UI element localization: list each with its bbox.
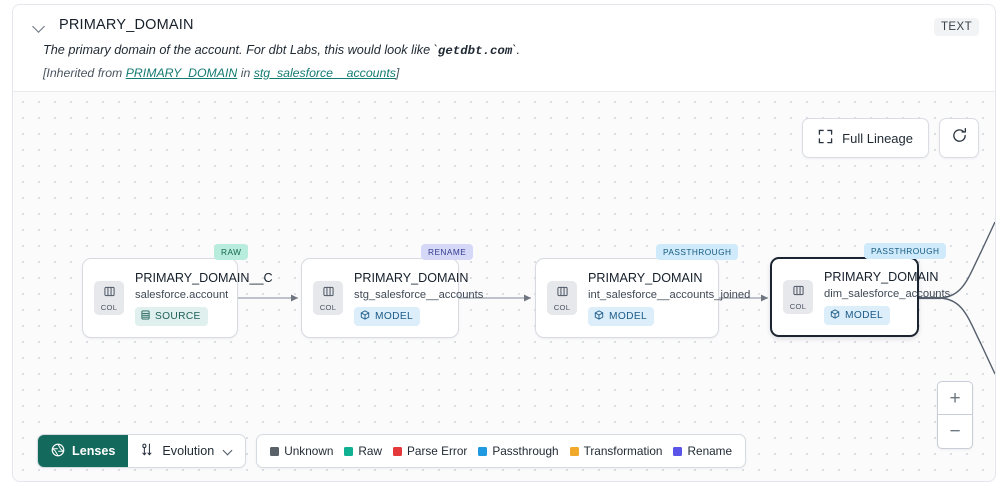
chevron-down-icon[interactable]: [31, 17, 47, 33]
full-lineage-button[interactable]: Full Lineage: [802, 118, 929, 158]
legend-item: Passthrough: [478, 444, 559, 458]
database-icon: [141, 310, 150, 323]
column-header-row: PRIMARY_DOMAIN: [13, 5, 995, 33]
lineage-node[interactable]: COL PRIMARY_DOMAIN int_salesforce__accou…: [535, 258, 750, 338]
node-subtitle: stg_salesforce__accounts: [354, 288, 484, 301]
legend-swatch-transformation: [569, 446, 579, 456]
zoom-out-button[interactable]: −: [949, 421, 961, 442]
column-header: PRIMARY_DOMAIN TEXT The primary domain o…: [13, 5, 995, 91]
column-icon-label: COL: [100, 303, 118, 312]
lineage-node[interactable]: COL PRIMARY_DOMAIN dim_salesforce_accoun…: [770, 257, 950, 337]
column-description: The primary domain of the account. For d…: [13, 33, 995, 58]
aperture-icon: [51, 443, 65, 460]
node-kind-pill: MODEL: [824, 305, 890, 325]
node-title: PRIMARY_DOMAIN: [588, 270, 703, 285]
status-badge: TEXT: [934, 18, 979, 36]
node-kind-pill: MODEL: [588, 306, 654, 326]
inherit-mid: in: [237, 66, 254, 80]
node-title: PRIMARY_DOMAIN: [354, 270, 469, 285]
canvas-bottom-bar: Lenses Evolution: [37, 434, 747, 468]
legend-item: Transformation: [569, 444, 663, 458]
zoom-controls: + −: [937, 381, 973, 449]
evolution-dropdown[interactable]: Evolution: [128, 435, 245, 467]
lenses-label: Lenses: [72, 444, 116, 458]
columns-glyph-icon: [103, 284, 115, 302]
node-tag-badge: PASSTHROUGH: [864, 243, 947, 259]
column-icon-label: COL: [319, 303, 337, 312]
evolution-arrows-icon: [140, 442, 154, 460]
legend-item: Rename: [673, 444, 732, 458]
node-title: PRIMARY_DOMAIN__C: [135, 270, 273, 285]
node-tag-badge: RAW: [214, 244, 249, 260]
column-icon: COL: [783, 280, 813, 314]
node-kind-pill: MODEL: [354, 306, 420, 326]
full-lineage-label: Full Lineage: [842, 130, 913, 146]
legend-label: Parse Error: [407, 444, 468, 458]
node-subtitle: int_salesforce__accounts_joined: [588, 288, 751, 301]
node-body: PRIMARY_DOMAIN stg_salesforce__accounts …: [354, 271, 495, 326]
node-kind-label: MODEL: [609, 310, 647, 322]
inherit-prefix: [Inherited from: [43, 66, 126, 80]
legend-label: Passthrough: [492, 444, 559, 458]
description-pre: The primary domain of the account. For d…: [43, 43, 438, 57]
chevron-down-icon: [224, 447, 233, 456]
legend-swatch-rename: [673, 446, 683, 456]
node-kind-pill: SOURCE: [135, 306, 208, 326]
node-tag-badge: PASSTHROUGH: [656, 244, 739, 260]
refresh-button[interactable]: [939, 118, 979, 158]
columns-glyph-icon: [792, 283, 804, 301]
node-title: PRIMARY_DOMAIN: [824, 269, 939, 284]
legend-swatch-parse-error: [393, 446, 403, 456]
lineage-node[interactable]: COL PRIMARY_DOMAIN stg_salesforce__accou…: [301, 258, 483, 338]
legend-item: Parse Error: [393, 444, 467, 458]
page-title: PRIMARY_DOMAIN: [59, 17, 194, 33]
description-post: `.: [512, 43, 521, 57]
refresh-icon: [951, 127, 968, 149]
node-body: PRIMARY_DOMAIN int_salesforce__accounts_…: [588, 271, 762, 326]
legend-label: Unknown: [284, 444, 334, 458]
legend-item: Unknown: [270, 444, 333, 458]
column-icon-label: COL: [789, 302, 807, 311]
zoom-in-button[interactable]: +: [938, 382, 972, 415]
inherited-model-link[interactable]: stg_salesforce__accounts: [253, 66, 396, 80]
legend-label: Transformation: [583, 444, 663, 458]
lenses-button[interactable]: Lenses: [38, 435, 129, 467]
column-icon: COL: [94, 281, 124, 315]
inherit-suffix: ]: [395, 66, 400, 80]
node-kind-label: MODEL: [845, 309, 883, 321]
node-body: PRIMARY_DOMAIN dim_salesforce_accounts M…: [824, 270, 962, 325]
columns-glyph-icon: [322, 284, 334, 302]
node-kind-label: MODEL: [375, 310, 413, 322]
evolution-label: Evolution: [162, 444, 215, 458]
cube-icon: [594, 309, 604, 323]
column-detail-card: PRIMARY_DOMAIN TEXT The primary domain o…: [12, 4, 996, 482]
node-body: PRIMARY_DOMAIN__C salesforce.account SOU…: [135, 271, 285, 326]
node-subtitle: salesforce.account: [135, 288, 229, 301]
column-icon: COL: [313, 281, 343, 315]
legend-label: Raw: [358, 444, 383, 458]
canvas-top-controls: Full Lineage: [802, 118, 979, 158]
cube-icon: [360, 309, 370, 323]
legend-swatch-raw: [344, 446, 354, 456]
description-code: getdbt.com: [437, 44, 513, 58]
legend-swatch-unknown: [270, 446, 280, 456]
legend-swatch-passthrough: [478, 446, 488, 456]
lineage-canvas[interactable]: Full Lineage + −: [13, 91, 995, 481]
node-tag-badge: RENAME: [421, 244, 474, 260]
cube-icon: [830, 308, 840, 322]
inherited-from-note: [Inherited from PRIMARY_DOMAIN in stg_sa…: [13, 58, 995, 80]
lenses-segmented-control: Lenses Evolution: [37, 434, 247, 468]
legend-item: Raw: [344, 444, 382, 458]
node-kind-label: SOURCE: [155, 310, 201, 322]
inherited-column-link[interactable]: PRIMARY_DOMAIN: [125, 66, 238, 80]
columns-glyph-icon: [556, 284, 568, 302]
lineage-legend: Unknown Raw Parse Error Passthrough: [256, 434, 747, 468]
expand-corners-icon: [818, 129, 833, 147]
lineage-node[interactable]: COL PRIMARY_DOMAIN__C salesforce.account: [82, 258, 273, 338]
column-icon: COL: [547, 281, 577, 315]
column-icon-label: COL: [553, 303, 571, 312]
node-subtitle: dim_salesforce_accounts: [824, 287, 951, 300]
legend-label: Rename: [687, 444, 733, 458]
